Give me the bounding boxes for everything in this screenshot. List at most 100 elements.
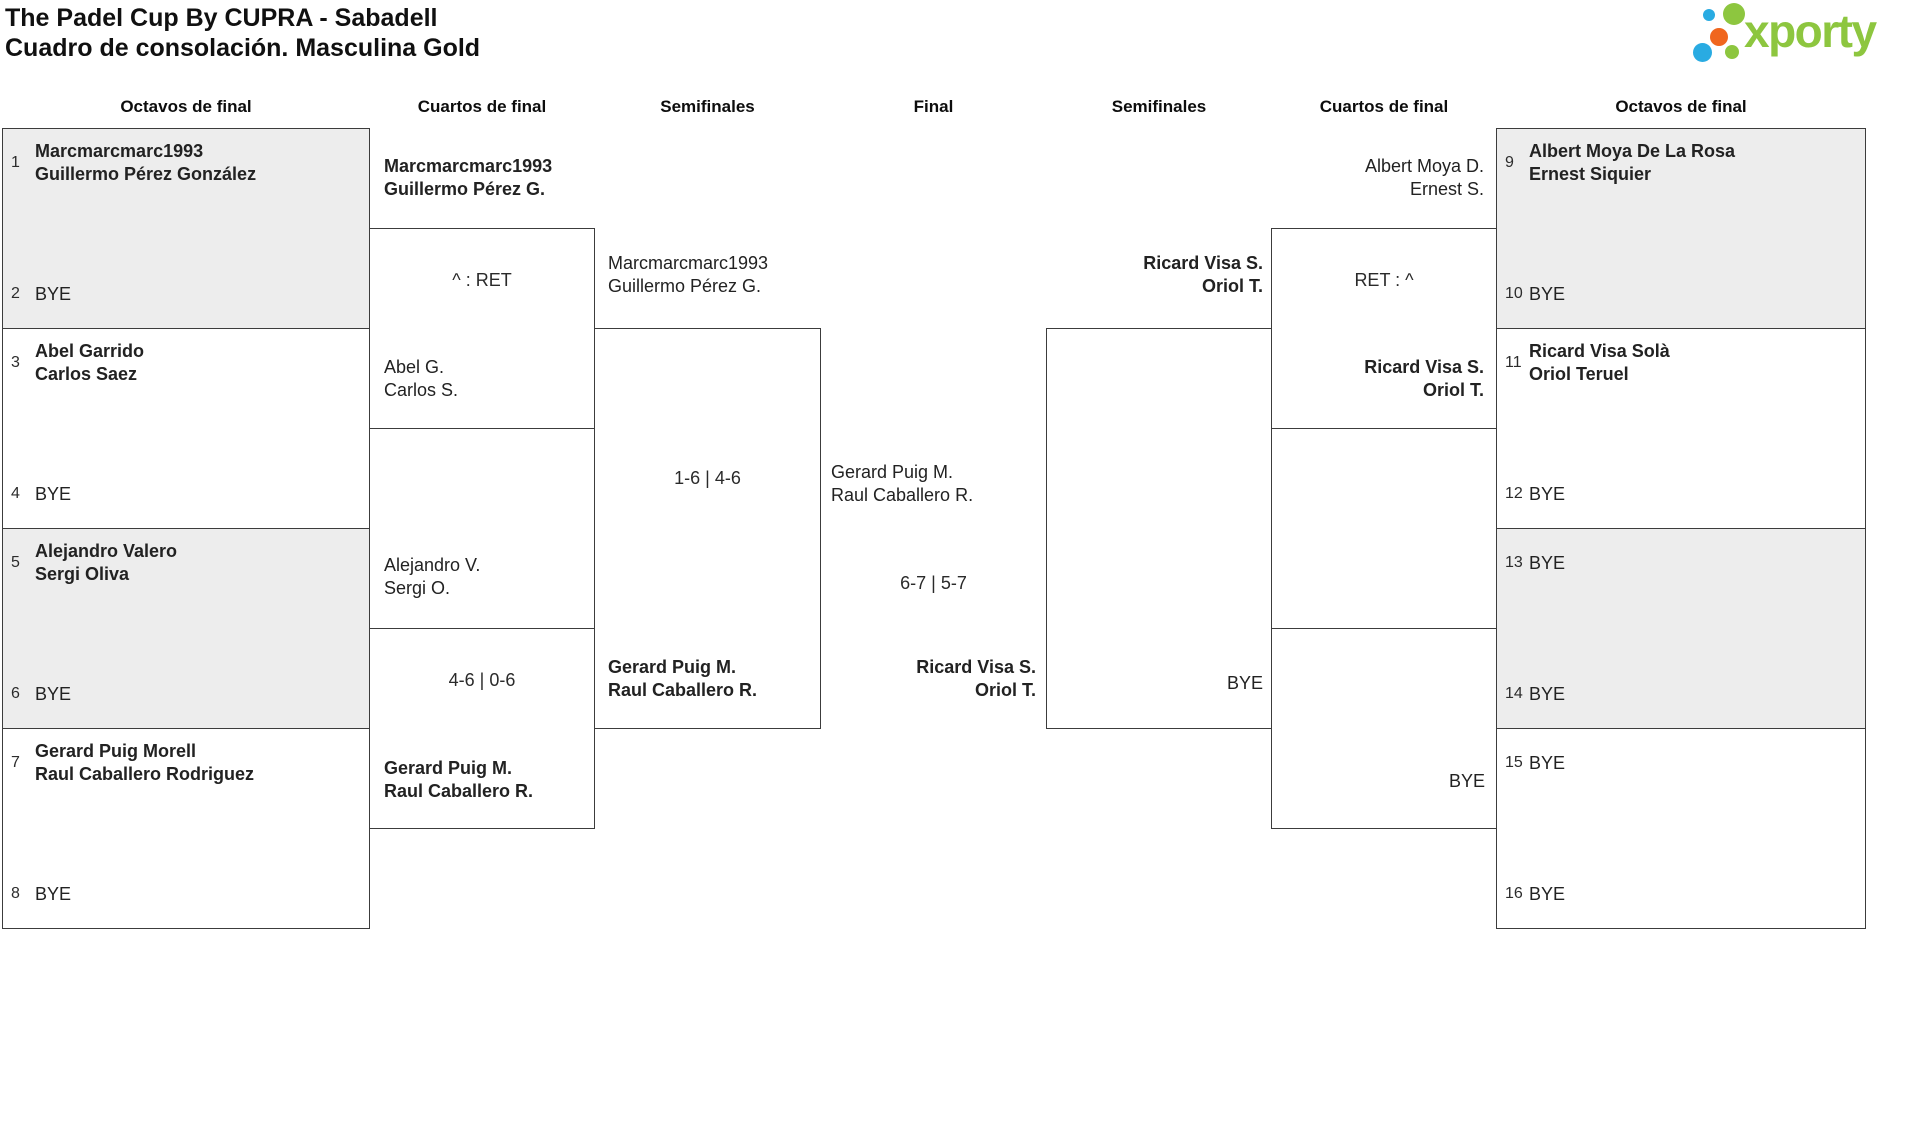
seed-number: 4 <box>11 485 20 502</box>
bracket-slot: 12 BYE <box>1505 476 1859 512</box>
logo-dot-blue-small <box>1703 9 1715 21</box>
team-name-line: Gerard Puig M. <box>831 462 954 482</box>
seed-number: 6 <box>11 685 20 702</box>
team-names: Albert Moya De La Rosa Ernest Siquier <box>1529 140 1735 186</box>
seed-number: 16 <box>1505 885 1523 902</box>
r16-box-seeds-11-12: 11 Ricard Visa Solà Oriol Teruel 12 BYE <box>1496 328 1866 529</box>
team-name-line: Marcmarcmarc1993 <box>384 156 553 176</box>
team-names: BYE <box>35 683 71 706</box>
round-header-left-semis: Semifinales <box>660 97 755 116</box>
bracket-slot: 4 BYE <box>11 476 363 512</box>
match-score: ^ : RET <box>452 270 512 290</box>
team-name-line: Carlos S. <box>384 380 459 400</box>
team-name-line: BYE <box>1529 552 1566 573</box>
team-name-line: Albert Moya D. <box>1364 156 1484 176</box>
bracket-slot: 14 BYE <box>1505 676 1859 712</box>
tournament-title: The Padel Cup By CUPRA - Sabadell <box>5 4 438 32</box>
team-name-line: Sergi O. <box>384 578 451 598</box>
team-name-line: BYE <box>35 883 72 904</box>
seed-number: 12 <box>1505 485 1523 502</box>
team-name-line: Ricard Visa S. <box>1364 357 1484 377</box>
r16-box-seeds-5-6: 5 Alejandro Valero Sergi Oliva 6 BYE <box>2 528 370 729</box>
team-name-line: BYE <box>1529 283 1566 304</box>
seed-number: 9 <box>1505 154 1514 171</box>
team-name-line: Ricard Visa S. <box>916 657 1036 677</box>
match-box-semi-left <box>594 328 821 729</box>
bracket-slot: 5 Alejandro Valero Sergi Oliva <box>11 539 363 587</box>
team-name-line: Guillermo Pérez González <box>35 164 257 184</box>
logo-dot-blue-large <box>1693 43 1712 62</box>
team-name-line: Guillermo Pérez G. <box>608 276 762 296</box>
team-name-line: Alejandro V. <box>384 555 481 575</box>
match-team-bottom: Abel G. Carlos S. <box>384 356 458 402</box>
seed-number: 11 <box>1505 354 1522 371</box>
team-name-line: Abel G. <box>384 357 445 377</box>
team-name-line: Raul Caballero R. <box>831 485 974 505</box>
match-team-bottom: Gerard Puig M. Raul Caballero R. <box>608 656 757 702</box>
bracket-slot: 8 BYE <box>11 876 363 912</box>
team-name-line: BYE <box>35 283 72 304</box>
team-name-line: Gerard Puig M. <box>608 657 737 677</box>
team-name-line: Abel Garrido <box>35 341 145 361</box>
r16-box-seeds-9-10: 9 Albert Moya De La Rosa Ernest Siquier … <box>1496 128 1866 329</box>
bracket-slot: 11 Ricard Visa Solà Oriol Teruel <box>1505 339 1859 387</box>
match-team-bottom: BYE <box>1046 672 1263 695</box>
r16-box-seeds-7-8: 7 Gerard Puig Morell Raul Caballero Rodr… <box>2 728 370 929</box>
xporty-logo[interactable]: xporty <box>1690 0 1918 72</box>
team-name-line: Oriol T. <box>974 680 1036 700</box>
logo-dot-orange <box>1710 28 1728 46</box>
round-header-left-cuartos: Cuartos de final <box>417 97 547 116</box>
round-header-right-semis: Semifinales <box>1111 97 1207 116</box>
seed-number: 14 <box>1505 685 1523 702</box>
team-names: BYE <box>35 483 71 506</box>
team-name-line: Gerard Puig Morell <box>35 741 197 761</box>
team-name-line: Oriol T. <box>1201 276 1263 296</box>
team-names: Alejandro Valero Sergi Oliva <box>35 540 177 586</box>
logo-dot-green-small <box>1725 45 1739 59</box>
team-name-line: Ernest S. <box>1409 179 1484 199</box>
r16-box-seeds-15-16: 15 BYE 16 BYE <box>1496 728 1866 929</box>
seed-number: 1 <box>11 154 20 171</box>
team-name-line: Marcmarcmarc1993 <box>608 253 769 273</box>
team-name-line: Gerard Puig M. <box>384 758 513 778</box>
match-box-cuartos-right-bottom <box>1271 628 1497 829</box>
seed-number: 15 <box>1505 754 1523 771</box>
match-team-bottom: BYE <box>1272 770 1485 793</box>
team-name-line: Raul Caballero R. <box>384 781 534 801</box>
final-score: 6-7 | 5-7 <box>900 573 967 593</box>
team-name-line: Ricard Visa S. <box>1143 253 1263 273</box>
page-title-block: The Padel Cup By CUPRA - Sabadell Cuadro… <box>5 3 480 63</box>
team-names: Marcmarcmarc1993 Guillermo Pérez Gonzále… <box>35 140 256 186</box>
bracket-slot: 2 BYE <box>11 276 363 312</box>
match-team-top: Ricard Visa S. Oriol T. <box>1046 252 1263 298</box>
team-names: Ricard Visa Solà Oriol Teruel <box>1529 340 1670 386</box>
match-box-semi-right <box>1046 328 1272 729</box>
team-name-line: Ernest Siquier <box>1529 164 1652 184</box>
final-team-left: Gerard Puig M. Raul Caballero R. <box>831 461 973 507</box>
match-score: 1-6 | 4-6 <box>674 468 741 488</box>
team-name-line: BYE <box>35 683 72 704</box>
team-names: BYE <box>1529 883 1565 906</box>
bracket-slot: 1 Marcmarcmarc1993 Guillermo Pérez Gonzá… <box>11 139 363 187</box>
team-name-line: BYE <box>35 483 72 504</box>
team-name-line: Oriol T. <box>1422 380 1484 400</box>
team-names: Abel Garrido Carlos Saez <box>35 340 144 386</box>
match-team-top: Albert Moya D. Ernest S. <box>1272 155 1484 201</box>
bracket-slot: 16 BYE <box>1505 876 1859 912</box>
seed-number: 3 <box>11 354 20 371</box>
team-name-line: Raul Caballero Rodriguez <box>35 764 255 784</box>
match-score: RET : ^ <box>1354 270 1414 290</box>
team-name-line: BYE <box>1448 771 1485 791</box>
bracket-slot: 3 Abel Garrido Carlos Saez <box>11 339 363 387</box>
team-names: BYE <box>1529 752 1565 775</box>
team-name-line: Sergi Oliva <box>35 564 130 584</box>
final-team-right: Ricard Visa S. Oriol T. <box>821 656 1036 702</box>
seed-number: 10 <box>1505 285 1523 302</box>
team-name-line: BYE <box>1529 483 1566 504</box>
team-name-line: BYE <box>1226 673 1263 693</box>
team-names: BYE <box>1529 283 1565 306</box>
team-name-line: BYE <box>1529 752 1566 773</box>
match-team-top: Marcmarcmarc1993 Guillermo Pérez G. <box>608 252 768 298</box>
bracket-subtitle: Cuadro de consolación. Masculina Gold <box>5 34 481 62</box>
